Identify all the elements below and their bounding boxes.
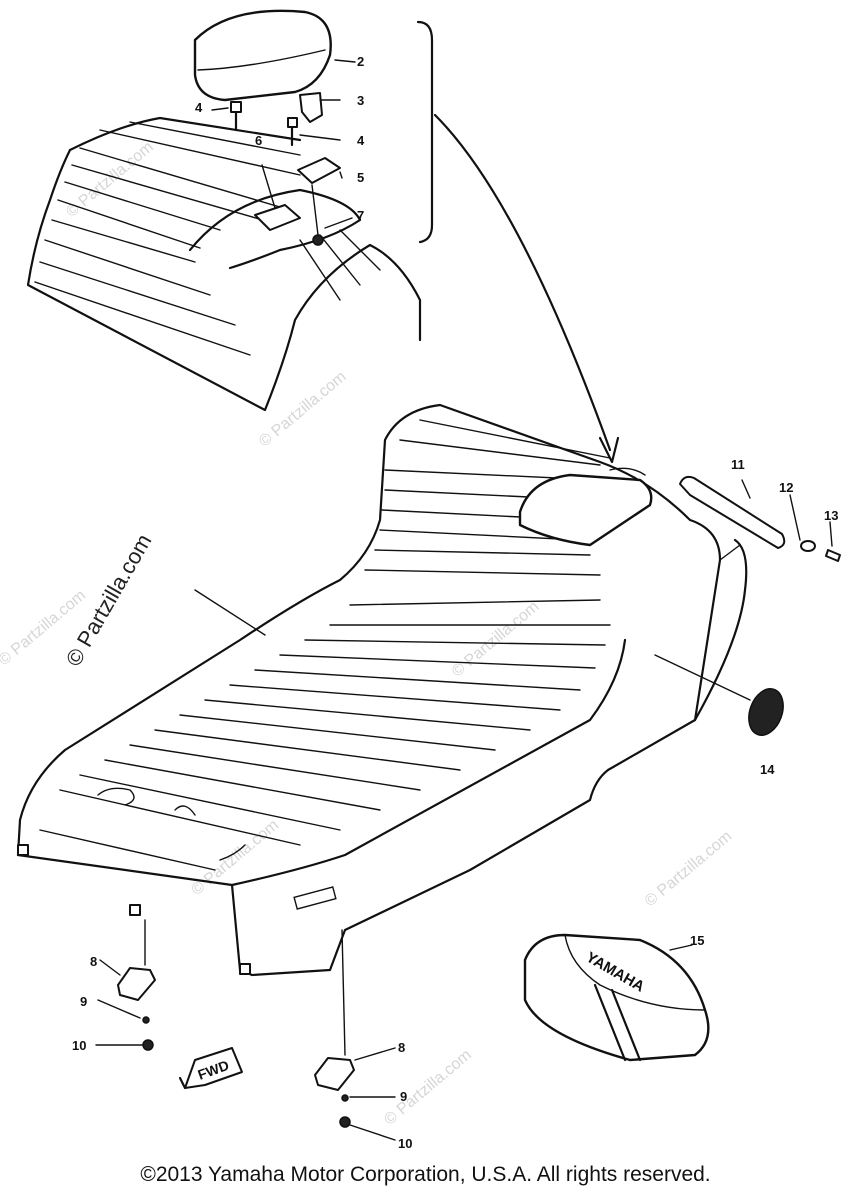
part-4-screw — [230, 101, 242, 113]
callout-14: 14 — [760, 762, 775, 777]
part-4-screw — [287, 117, 298, 128]
watermark-text: © Partzilla.com — [449, 598, 543, 680]
callout-12: 12 — [779, 480, 793, 495]
part-7-nut — [312, 234, 324, 246]
watermark-text: © Partzilla.com — [381, 1046, 475, 1128]
callout-3: 3 — [357, 93, 364, 108]
part-5-bracket — [297, 157, 341, 184]
part-14-emblem — [748, 688, 784, 736]
callout-7: 7 — [357, 208, 364, 223]
part-15-tool-bag: YAMAHA — [523, 933, 710, 1062]
callout-4: 4 — [195, 100, 203, 115]
part-2-backrest-pad — [193, 9, 332, 102]
leader-part-1 — [194, 589, 266, 636]
assembly-arrow-head — [598, 436, 620, 464]
callout-4: 4 — [357, 133, 365, 148]
callout-13: 13 — [824, 508, 838, 523]
callout-9: 9 — [400, 1089, 407, 1104]
part-3-clip — [299, 92, 323, 123]
part-11-bar — [679, 475, 786, 549]
part-9-washer-left — [142, 1016, 150, 1024]
part-9-washer-right — [341, 1094, 349, 1102]
copyright-notice: ©2013 Yamaha Motor Corporation, U.S.A. A… — [140, 1163, 711, 1186]
part-8-clip-left — [117, 967, 156, 1001]
group-bracket — [416, 20, 434, 244]
part-6-plate — [254, 204, 301, 231]
inset-seat-detail — [26, 116, 422, 412]
callout-8: 8 — [398, 1040, 405, 1055]
part-8-clip-right — [314, 1057, 355, 1091]
callout-6: 6 — [255, 133, 262, 148]
part-12-washer — [800, 540, 816, 552]
fwd-arrow: FWD — [178, 1047, 243, 1090]
watermark-text: © Partzilla.com — [642, 828, 736, 910]
part-10-bolt-left — [142, 1039, 154, 1051]
part-10-bolt-right — [339, 1116, 351, 1128]
callout-15: 15 — [690, 933, 704, 948]
callout-10: 10 — [72, 1038, 86, 1053]
callout-8: 8 — [90, 954, 97, 969]
part-13-bolt — [825, 549, 841, 562]
callout-10: 10 — [398, 1136, 412, 1151]
callout-9: 9 — [80, 994, 87, 1009]
callout-5: 5 — [357, 170, 364, 185]
callout-11: 11 — [731, 457, 745, 472]
callout-2: 2 — [357, 54, 364, 69]
watermark-text: © Partzilla.com — [256, 368, 350, 450]
part-1-seat — [16, 403, 748, 977]
watermark-text: © Partzilla.com — [63, 138, 157, 220]
watermark-text: © Partzilla.com — [188, 817, 282, 899]
assembly-arrow — [433, 113, 612, 452]
